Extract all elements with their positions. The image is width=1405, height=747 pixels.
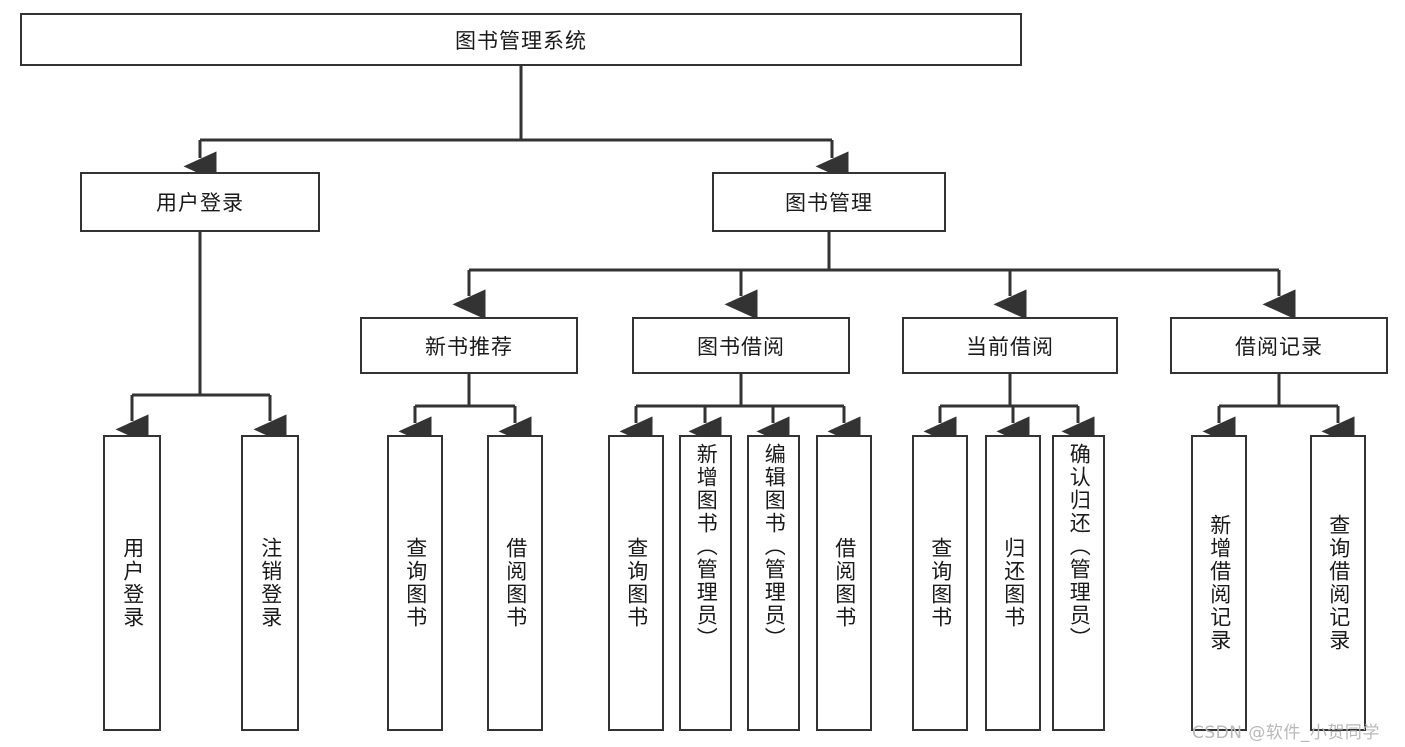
node-leaf-query-borrow-record[interactable]: 查询借阅记录 (1310, 435, 1366, 731)
node-label: 用户登录 (120, 537, 145, 629)
node-label: 用户登录 (156, 191, 244, 215)
node-label: 新书推荐 (425, 334, 513, 359)
node-label: 当前借阅 (966, 334, 1054, 359)
node-borrow-record[interactable]: 借阅记录 (1170, 317, 1388, 374)
node-leaf-query-book-3[interactable]: 查询图书 (912, 435, 968, 731)
node-label: 查询图书 (928, 537, 953, 629)
csdn-watermark: CSDN @软件_小贺同学 (1192, 723, 1380, 743)
node-book-management[interactable]: 图书管理 (712, 172, 946, 232)
node-book-borrow[interactable]: 图书借阅 (632, 317, 850, 374)
node-label: 注销登录 (258, 537, 283, 629)
node-leaf-logout-login[interactable]: 注销登录 (241, 435, 299, 731)
node-label: 查询图书 (624, 537, 649, 629)
node-label: 图书管理 (785, 191, 873, 215)
node-label: 编辑图书（管理员） (762, 443, 787, 650)
node-label: 新增图书（管理员） (694, 443, 719, 650)
node-system-title[interactable]: 图书管理系统 (20, 13, 1022, 66)
node-new-book-recommend[interactable]: 新书推荐 (360, 317, 578, 374)
node-label: 归还图书 (1001, 537, 1026, 629)
node-leaf-borrow-book-1[interactable]: 借阅图书 (487, 435, 543, 731)
node-label: 图书管理系统 (455, 28, 587, 53)
node-label: 借阅图书 (503, 537, 528, 629)
node-leaf-user-login[interactable]: 用户登录 (103, 435, 161, 731)
node-label: 查询借阅记录 (1326, 514, 1351, 652)
node-user-login[interactable]: 用户登录 (80, 172, 320, 232)
node-label: 查询图书 (403, 537, 428, 629)
node-label: 借阅记录 (1235, 334, 1323, 359)
node-leaf-add-borrow-record[interactable]: 新增借阅记录 (1191, 435, 1247, 731)
node-label: 图书借阅 (697, 334, 785, 359)
node-label: 确认归还（管理员） (1067, 443, 1092, 650)
node-label: 新增借阅记录 (1207, 514, 1232, 652)
node-label: 借阅图书 (832, 537, 857, 629)
node-leaf-add-book-admin[interactable]: 新增图书（管理员） (679, 435, 732, 731)
node-current-borrow[interactable]: 当前借阅 (902, 317, 1118, 374)
node-leaf-edit-book-admin[interactable]: 编辑图书（管理员） (747, 435, 800, 731)
node-leaf-confirm-return-admin[interactable]: 确认归还（管理员） (1052, 435, 1105, 731)
node-leaf-query-book-1[interactable]: 查询图书 (387, 435, 443, 731)
node-leaf-query-book-2[interactable]: 查询图书 (608, 435, 664, 731)
node-leaf-borrow-book-2[interactable]: 借阅图书 (816, 435, 872, 731)
node-leaf-return-book[interactable]: 归还图书 (985, 435, 1041, 731)
